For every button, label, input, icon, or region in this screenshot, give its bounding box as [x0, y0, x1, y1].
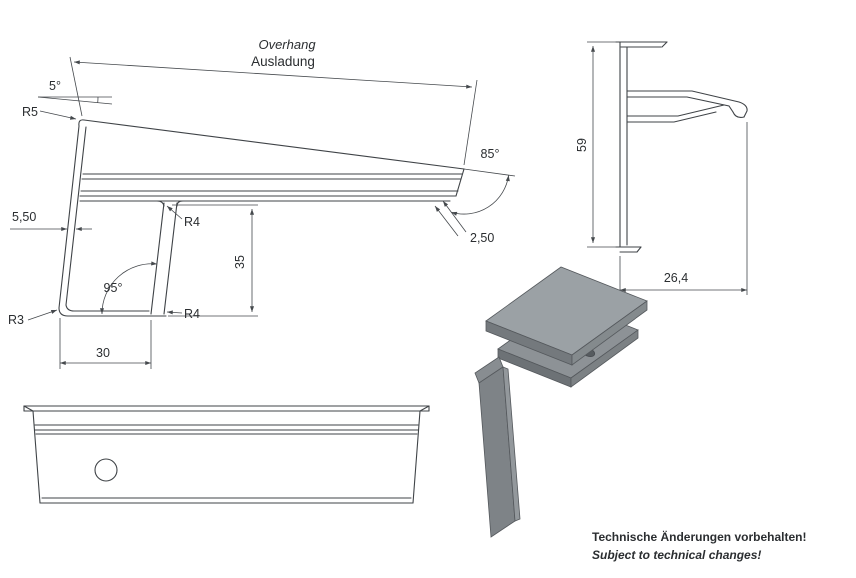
mounting-hole — [94, 458, 118, 482]
render-3d — [474, 266, 648, 538]
side-view-profile-outline — [58, 119, 465, 317]
dim-overhang: Overhang Ausladung — [69, 37, 478, 166]
leg-offset-label: 30 — [96, 346, 110, 360]
section-height-label: 59 — [575, 138, 589, 152]
side-view-drawing: Overhang Ausladung 5° R5 85° 5,50 — [8, 37, 516, 369]
render-blade-right-edge — [571, 300, 648, 366]
note-german: Technische Änderungen vorbehalten! — [592, 529, 806, 544]
dim-wall-thickness: 5,50 — [10, 210, 92, 232]
dim-section-height: 59 — [575, 41, 616, 248]
r4-lower-label: R4 — [184, 307, 200, 321]
section-depth-label: 26,4 — [664, 271, 688, 285]
section-view-drawing: 59 26,4 — [575, 41, 748, 295]
dim-angle-front: 85° — [451, 147, 516, 216]
dim-leg-height: 35 — [168, 204, 258, 317]
dim-section-depth: 26,4 — [619, 122, 748, 295]
section-profile-outline — [615, 41, 748, 253]
dim-leg-offset: 30 — [59, 318, 152, 369]
bottom-view-drawing — [23, 405, 430, 504]
overhang-label-en: Overhang — [258, 37, 316, 52]
note-english: Subject to technical changes! — [592, 548, 761, 562]
dim-angle-leg: 95° — [99, 261, 158, 315]
r4-upper-label: R4 — [184, 215, 200, 229]
render-plate-edge — [502, 366, 521, 522]
leg-height-label: 35 — [233, 255, 247, 269]
dim-r4-lower: R4 — [166, 307, 200, 321]
angle-leg-label: 95° — [104, 281, 123, 295]
dim-r3: R3 — [8, 309, 58, 327]
render-clip-right-edge — [570, 329, 639, 388]
dim-r4-upper: R4 — [166, 205, 200, 229]
front-edge-label: 2,50 — [470, 231, 494, 245]
footer-notes: Technische Änderungen vorbehalten! Subje… — [592, 529, 806, 562]
dim-r5: R5 — [22, 105, 77, 120]
wall-thickness-label: 5,50 — [12, 210, 36, 224]
r3-label: R3 — [8, 313, 24, 327]
dim-front-edge: 2,50 — [434, 200, 494, 245]
r5-label: R5 — [22, 105, 38, 119]
overhang-label-de: Ausladung — [251, 54, 315, 69]
dim-angle-top: 5° — [37, 79, 113, 105]
angle-front-label: 85° — [481, 147, 500, 161]
angle-top-label: 5° — [49, 79, 61, 93]
